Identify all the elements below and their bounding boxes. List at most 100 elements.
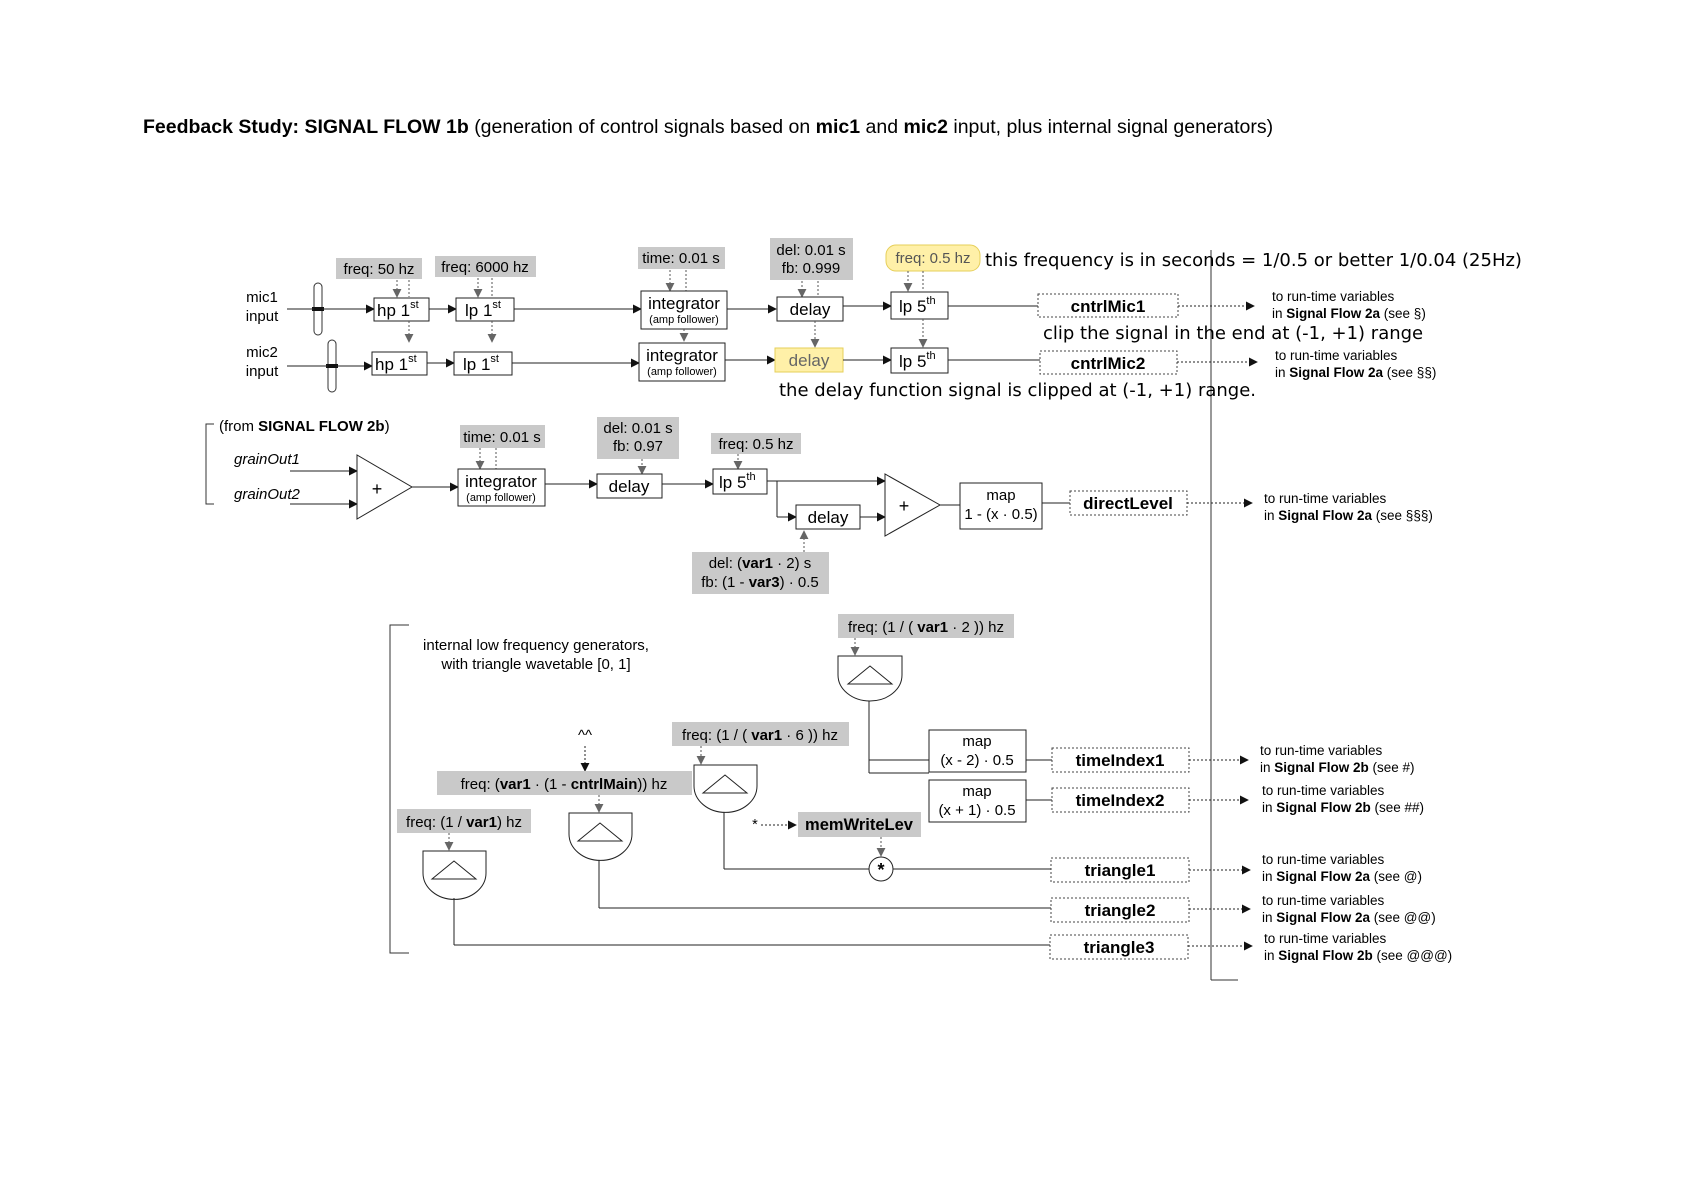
svg-text:lp 5th: lp 5th (719, 471, 756, 492)
memwritelev-param (798, 812, 921, 837)
integrator-2 (638, 342, 726, 382)
svg-text:^^: ^^ (578, 727, 592, 744)
svg-text:timeIndex1: timeIndex1 (1076, 751, 1165, 770)
lp5-freq-highlight (885, 244, 981, 272)
svg-text:delay: delay (789, 351, 830, 370)
svg-text:input: input (246, 363, 279, 380)
svg-text:1 - (x · 0.5): 1 - (x · 0.5) (964, 506, 1037, 523)
svg-text:*: * (877, 860, 884, 880)
output-timeindex1 (1051, 747, 1190, 773)
lp5-filter-1 (890, 291, 949, 320)
svg-text:cntrlMic1: cntrlMic1 (1071, 297, 1146, 316)
svg-text:lp 1st: lp 1st (463, 353, 499, 374)
triangle-icon (576, 822, 624, 842)
svg-text:triangle1: triangle1 (1085, 861, 1156, 880)
map-time-index-1 (928, 729, 1027, 773)
hp-freq-param (336, 258, 422, 279)
delay-param-3 (597, 417, 679, 459)
triangle-icon (430, 860, 478, 880)
triangle-icon (701, 774, 749, 794)
from-bracket (205, 423, 214, 505)
svg-text:to run-time variables: to run-time variables (1262, 783, 1385, 798)
svg-text:map: map (962, 783, 991, 800)
svg-text:lp 5th: lp 5th (899, 350, 936, 371)
mic1-input-label: input (246, 308, 279, 325)
svg-text:integrator: integrator (465, 472, 537, 491)
svg-text:(amp follower): (amp follower) (647, 366, 717, 378)
svg-text:to run-time variables: to run-time variables (1264, 491, 1387, 506)
frequency-note: this frequency is in seconds = 1/0.5 or … (985, 250, 1522, 271)
generators-bracket (389, 624, 409, 954)
delay-3 (596, 473, 663, 499)
gen-d-freq-param (397, 809, 531, 833)
svg-text:to run-time variables: to run-time variables (1275, 348, 1398, 363)
svg-text:internal low frequency generat: internal low frequency generators, (423, 637, 649, 654)
map-direct-level (959, 482, 1043, 530)
lp5-filter-2 (890, 347, 949, 374)
lp-freq-param (435, 256, 536, 277)
svg-text:to run-time variables: to run-time variables (1272, 289, 1395, 304)
svg-text:timeIndex2: timeIndex2 (1076, 791, 1165, 810)
integrator-3 (457, 468, 546, 507)
svg-text:cntrlMic2: cntrlMic2 (1071, 354, 1146, 373)
direct-level-chain: (from SIGNAL FLOW 2b) grainOut1 grainOut… (205, 417, 1433, 594)
mic1-label: mic1 (246, 289, 278, 306)
output-triangle1 (1050, 857, 1190, 883)
integrator-1 (640, 290, 728, 330)
svg-text:delay: delay (609, 477, 650, 496)
svg-text:hp 1st: hp 1st (377, 299, 419, 320)
svg-text:in Signal Flow 2b (see @@@): in Signal Flow 2b (see @@@) (1264, 948, 1452, 963)
delay-clip-note: the delay function signal is clipped at … (779, 380, 1256, 401)
svg-text:*: * (752, 817, 758, 833)
sum-node-2 (884, 473, 942, 537)
gen-a-freq-param (838, 614, 1014, 638)
svg-text:grainOut1: grainOut1 (234, 451, 300, 468)
svg-text:(amp follower): (amp follower) (649, 314, 719, 326)
svg-text:freq: 0.5 hz: freq: 0.5 hz (718, 436, 793, 453)
svg-text:del: (var1 · 2) s: del: (var1 · 2) s (709, 555, 812, 572)
svg-text:grainOut2: grainOut2 (234, 486, 301, 503)
svg-text:with triangle wavetable [0, 1]: with triangle wavetable [0, 1] (440, 656, 630, 673)
svg-text:time: 0.01 s: time: 0.01 s (463, 429, 541, 446)
triangle-oscillator-d (422, 850, 487, 900)
svg-text:in Signal Flow 2a (see §§): in Signal Flow 2a (see §§) (1275, 365, 1436, 380)
svg-text:triangle2: triangle2 (1085, 901, 1156, 920)
svg-text:in Signal Flow 2a (see @): in Signal Flow 2a (see @) (1262, 869, 1422, 884)
triangle-oscillator-b (693, 764, 758, 813)
output-triangle2 (1050, 897, 1190, 923)
svg-text:delay: delay (790, 300, 831, 319)
var-delay-param (692, 552, 829, 594)
svg-text:lp 1st: lp 1st (465, 299, 501, 320)
svg-text:triangle3: triangle3 (1084, 938, 1155, 957)
svg-text:(x - 2) · 0.5: (x - 2) · 0.5 (940, 752, 1013, 769)
svg-text:+: + (372, 479, 383, 499)
integrator-time-param-3 (460, 425, 545, 448)
svg-text:freq: (var1 · (1 - cntrlMain)): freq: (var1 · (1 - cntrlMain)) hz (461, 776, 668, 793)
mic1-chain: mic1 input freq: 50 hz hp 1st freq: 6000… (246, 238, 1522, 348)
svg-text:fb: 0.999: fb: 0.999 (782, 260, 840, 277)
svg-text:in Signal Flow 2a (see @@): in Signal Flow 2a (see @@) (1262, 910, 1436, 925)
svg-text:freq: 50 hz: freq: 50 hz (344, 261, 415, 278)
svg-text:directLevel: directLevel (1083, 494, 1173, 513)
gen-b-freq-param (672, 722, 849, 746)
svg-text:freq: 0.5 hz: freq: 0.5 hz (895, 250, 970, 267)
map-time-index-2 (928, 779, 1027, 823)
triangle-oscillator-c (568, 812, 633, 861)
svg-text:integrator: integrator (646, 346, 718, 365)
svg-text:memWriteLev: memWriteLev (805, 816, 914, 834)
svg-text:freq: (1 / var1) hz: freq: (1 / var1) hz (406, 814, 522, 831)
svg-text:freq: (1 / ( var1 · 6 )) hz: freq: (1 / ( var1 · 6 )) hz (682, 727, 838, 744)
svg-text:integrator: integrator (648, 294, 720, 313)
triangle-icon (846, 665, 894, 685)
svg-text:hp 1st: hp 1st (375, 353, 417, 374)
svg-text:time: 0.01 s: time: 0.01 s (642, 250, 720, 267)
integrator-time-param (638, 247, 725, 269)
svg-text:to run-time variables: to run-time variables (1262, 893, 1385, 908)
lp5-filter-3 (712, 468, 768, 495)
low-frequency-generators: internal low frequency generators, with … (389, 614, 1452, 963)
delay-param-1 (770, 238, 853, 280)
svg-text:mic2: mic2 (246, 344, 278, 361)
svg-text:delay: delay (808, 508, 849, 527)
clip-note: clip the signal in the end at (-1, +1) r… (1043, 323, 1423, 344)
